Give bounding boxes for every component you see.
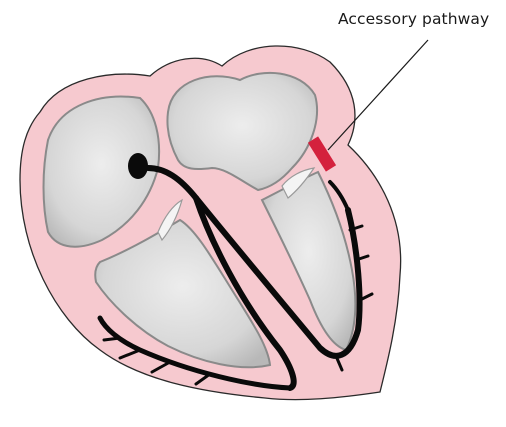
accessory-pathway-label: Accessory pathway (338, 10, 489, 28)
sa-node (128, 153, 148, 179)
